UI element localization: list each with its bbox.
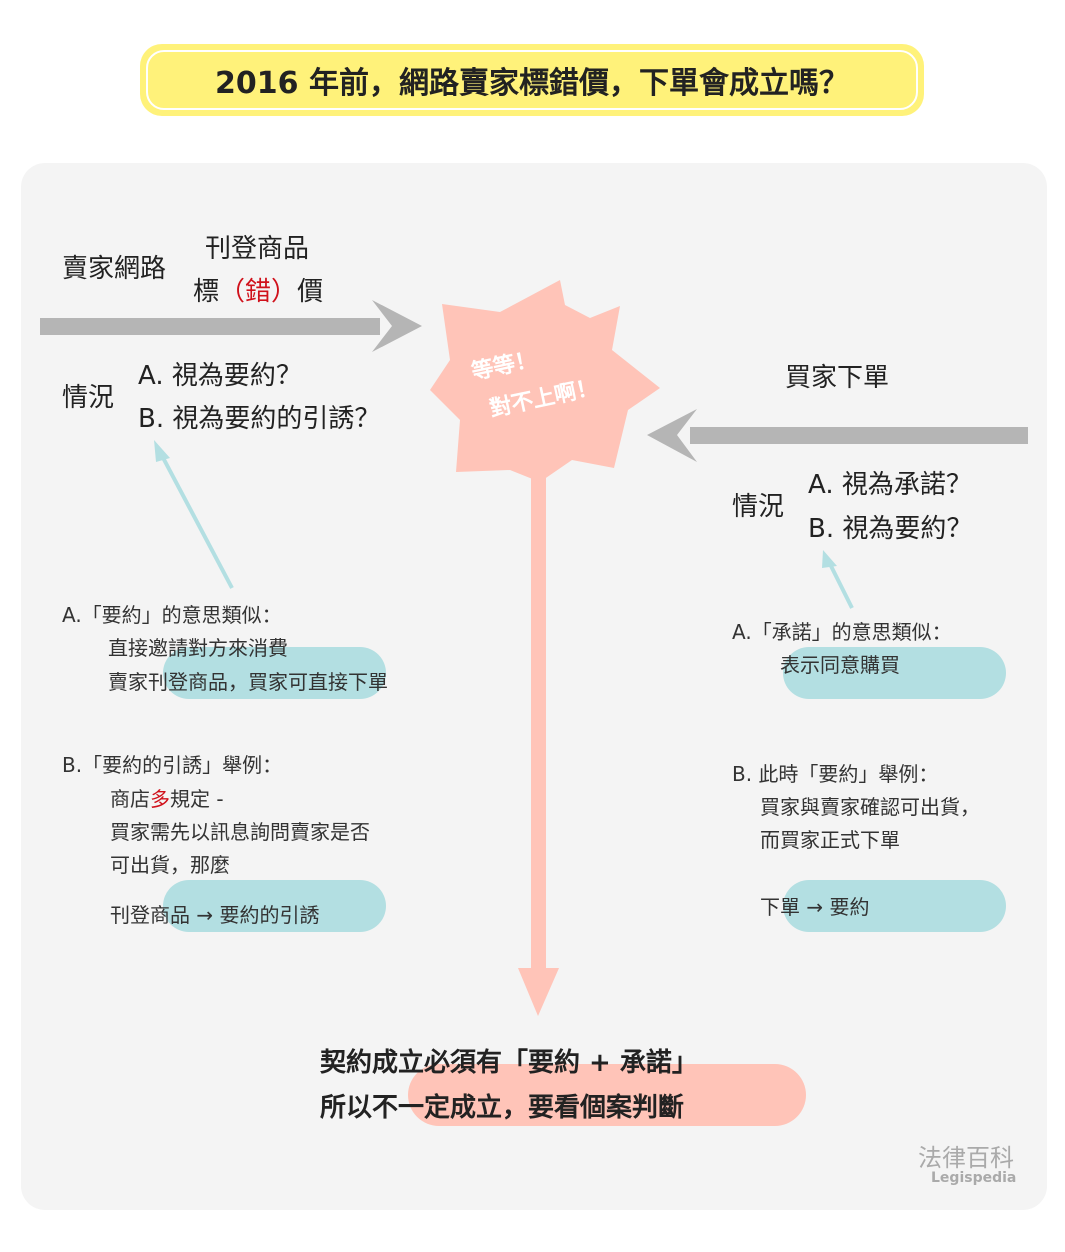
highlight (783, 647, 1006, 699)
seller-action-mislabel: 標（錯）價 (193, 271, 323, 308)
text: （ (219, 277, 246, 307)
seller-option-b: B. 視為要約的引誘？ (138, 404, 381, 434)
right-note-a-line: 表示同意購買 (780, 653, 900, 677)
text: 錯 (245, 277, 272, 307)
buyer-arrow (647, 409, 1028, 462)
text: 標 (193, 277, 220, 307)
right-note-b-line: 而買家正式下單 (760, 828, 900, 852)
left-note-a-line: 賣家刊登商品，買家可直接下單 (108, 670, 388, 694)
logo-sub: Legispedia (931, 1170, 1017, 1186)
text: 規定 - (170, 787, 224, 811)
buyer-situation: 情況 (732, 492, 785, 522)
logo-name: 法律百科 (918, 1144, 1014, 1172)
burst-shape (430, 280, 660, 482)
highlight (163, 880, 386, 932)
right-note-b-line: 買家與賣家確認可出貨， (760, 795, 980, 819)
left-note-b-line: 買家需先以訊息詢問賣家是否 (110, 820, 370, 844)
left-note-b-line: 商店多規定 - (110, 783, 224, 816)
left-note-a-line: 直接邀請對方來消費 (108, 636, 288, 660)
seller-situation: 情況 (62, 383, 115, 413)
text: 商店 (110, 787, 150, 811)
title-text: 2016 年前，網路賣家標錯價，下單會成立嗎？ (146, 50, 918, 110)
right-note-a-title: A.「承諾」的意思類似： (732, 620, 952, 644)
seller-action-list: 刊登商品 (205, 234, 310, 264)
left-note-b-line: 刊登商品 → 要約的引誘 (110, 903, 320, 927)
down-arrow (518, 470, 559, 1016)
pointer-right (826, 559, 854, 609)
conclusion-line2: 所以不一定成立，要看個案判斷 (320, 1093, 685, 1123)
highlight (408, 1064, 806, 1126)
left-note-b-line: 可出貨，那麼 (110, 853, 230, 877)
buyer-option-a: A. 視為承諾？ (808, 470, 972, 500)
buyer-label: 買家下單 (785, 363, 890, 393)
right-note-b-line: 下單 → 要約 (760, 895, 870, 919)
left-note-a-title: A.「要約」的意思類似： (62, 603, 282, 627)
title-banner: 2016 年前，網路賣家標錯價，下單會成立嗎？ (140, 44, 924, 116)
seller-option-a: A. 視為要約？ (138, 361, 302, 391)
pointer-left (158, 451, 234, 589)
text: 價 (297, 277, 324, 307)
conclusion-line1: 契約成立必須有「要約 + 承諾」 (320, 1048, 698, 1078)
highlight (163, 647, 386, 699)
text: ） (271, 277, 298, 307)
right-note-b-title: B. 此時「要約」舉例： (732, 762, 939, 786)
buyer-option-b: B. 視為要約？ (808, 514, 973, 544)
text: 多 (150, 787, 170, 811)
seller-label: 賣家網路 (62, 254, 167, 284)
seller-arrow (40, 300, 422, 352)
left-note-b-title: B.「要約的引誘」舉例： (62, 753, 283, 777)
highlight (783, 880, 1006, 932)
